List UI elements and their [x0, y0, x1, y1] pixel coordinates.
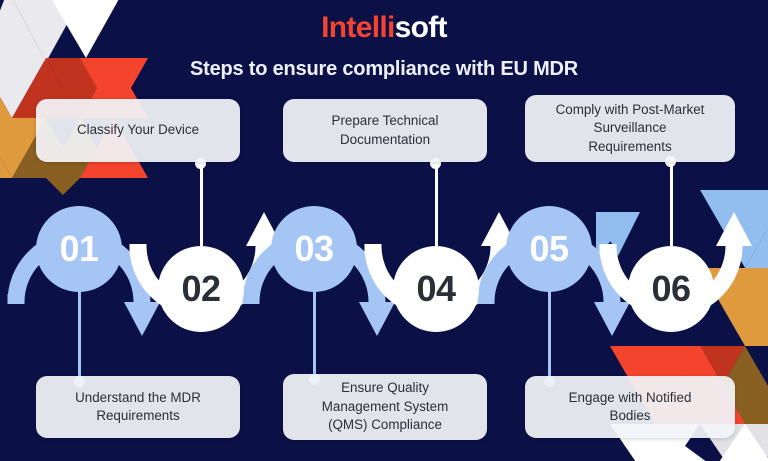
step-number-2: 02 — [181, 268, 221, 309]
connector-step-2 — [199, 162, 203, 246]
step-circle-3[interactable]: 03 — [271, 206, 357, 292]
step-circle-1[interactable]: 01 — [36, 206, 122, 292]
connector-step-4 — [434, 162, 438, 246]
step-circle-2[interactable]: 02 — [158, 246, 244, 332]
page-title: Steps to ensure compliance with EU MDR — [189, 58, 579, 80]
connector-step-6 — [669, 160, 673, 246]
step-circle-4[interactable]: 04 — [393, 246, 479, 332]
step-number-3: 03 — [294, 228, 334, 269]
step-number-4: 04 — [416, 268, 456, 309]
right-edge-sliver — [752, 186, 768, 250]
step-number-5: 05 — [529, 228, 569, 269]
step-circle-5[interactable]: 05 — [506, 206, 592, 292]
step-label-1: Classify Your Device — [76, 122, 200, 138]
connector-dot-step-2 — [195, 158, 206, 169]
logo-text-secondary: soft — [394, 11, 448, 44]
connector-step-1 — [78, 288, 81, 382]
step-circle-6[interactable]: 06 — [628, 246, 714, 332]
connector-step-5 — [548, 288, 551, 382]
step-card-1[interactable]: Classify Your Device — [36, 99, 240, 162]
connector-dot-step-4 — [430, 158, 441, 169]
step-number-1: 01 — [59, 228, 99, 269]
step-number-6: 06 — [651, 268, 691, 309]
brand-logo: Intellisoft — [0, 11, 768, 45]
connector-step-3 — [313, 288, 316, 380]
logo-text-primary: Intelli — [321, 11, 395, 44]
